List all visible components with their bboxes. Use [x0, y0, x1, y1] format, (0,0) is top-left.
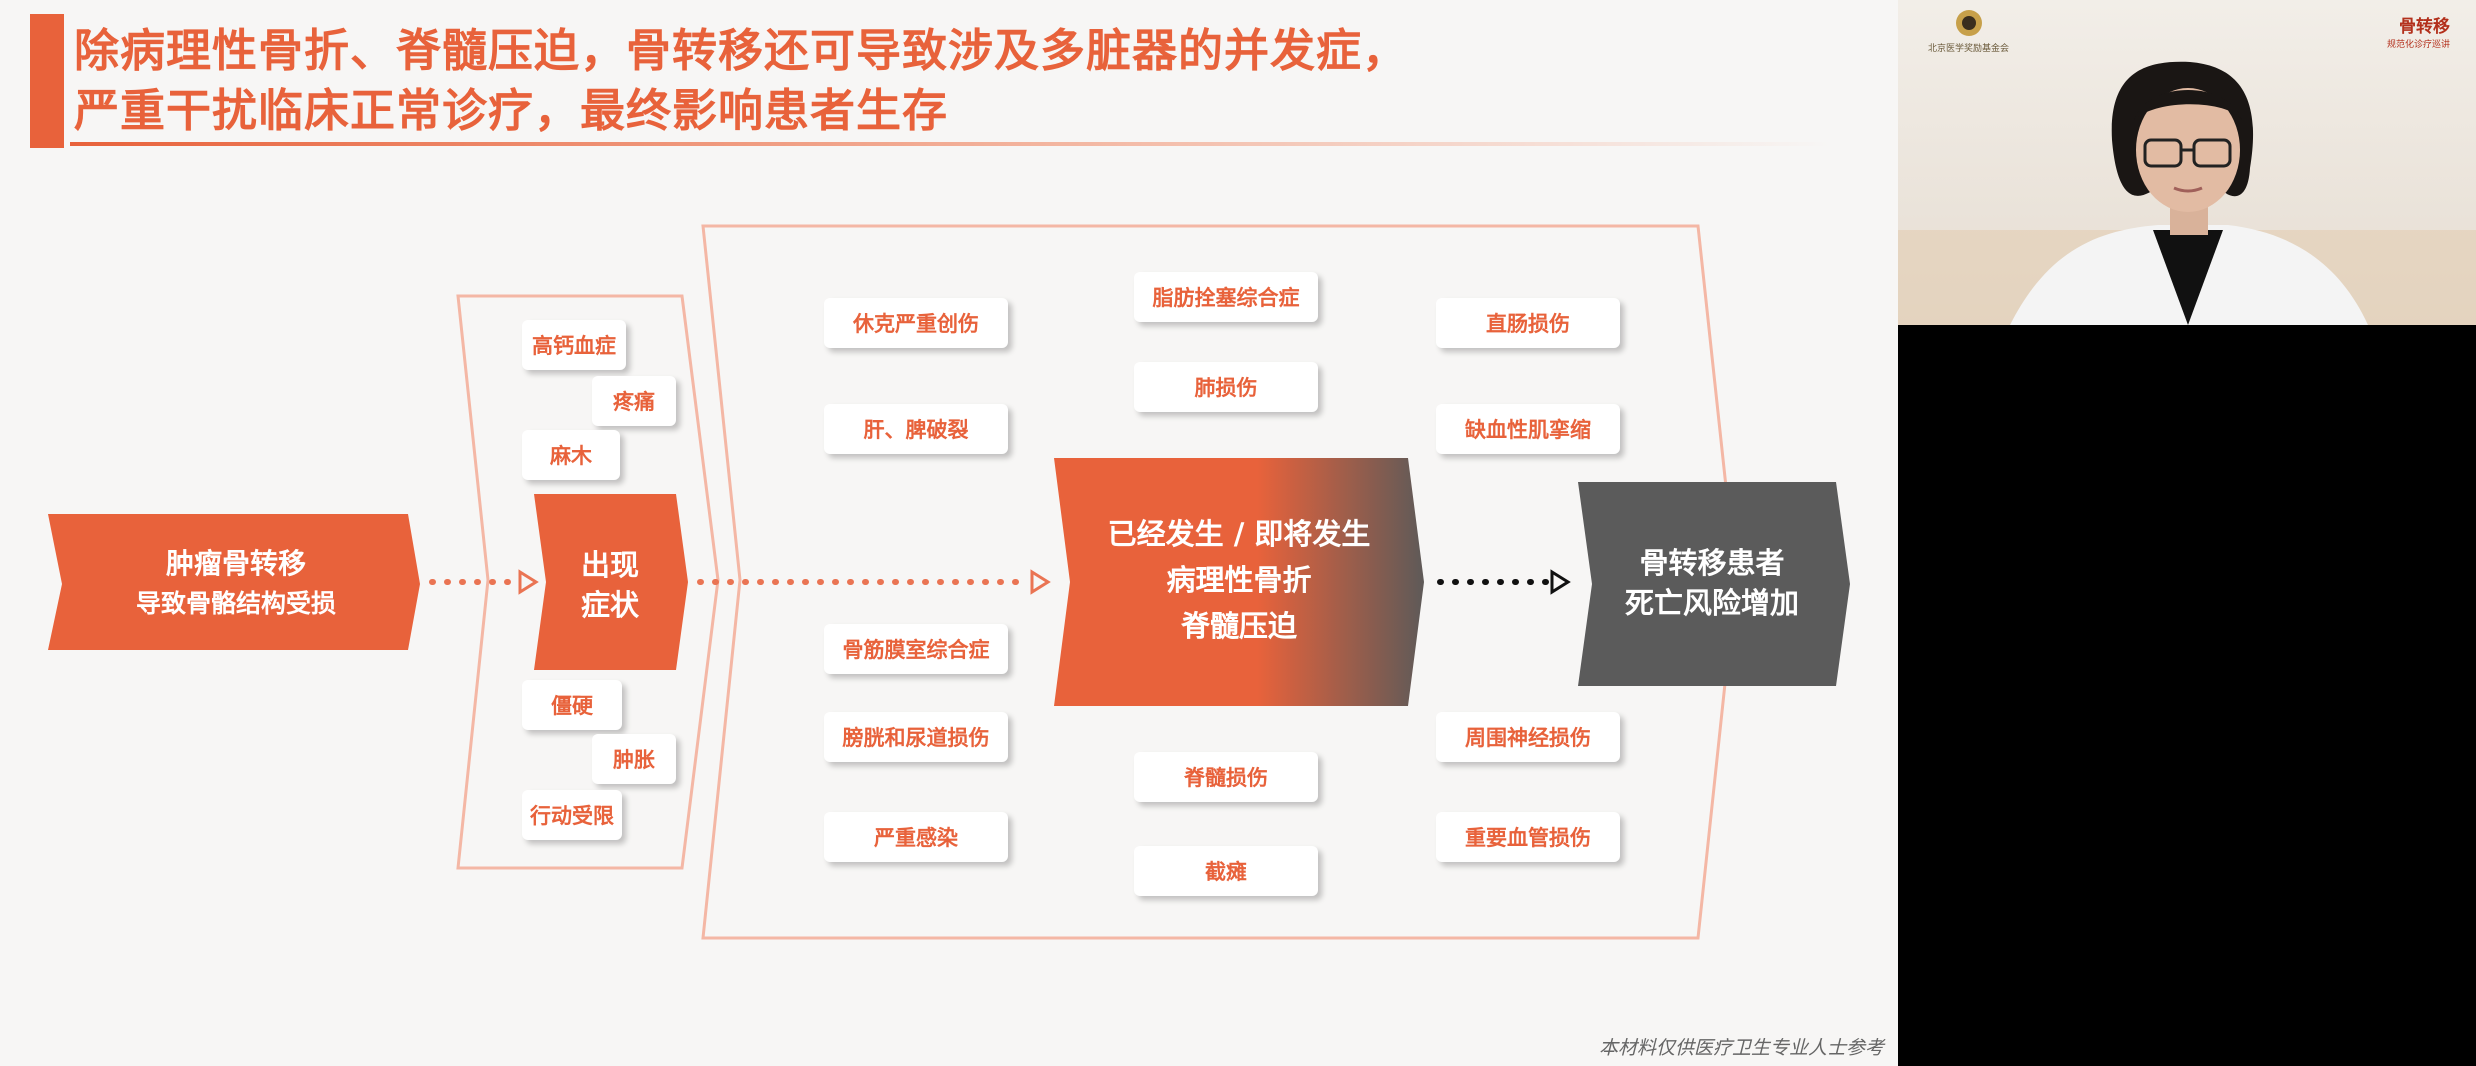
foundation-seal-icon	[1955, 10, 1982, 36]
cause-line-2: 导致骨骼结构受损	[135, 589, 336, 618]
flow-diagram	[48, 224, 1850, 940]
foundation-logo-text: 北京医学奖励基金会	[1928, 44, 2010, 54]
complication-bladder-urethra-injury: 膀胱和尿道损伤	[824, 712, 1008, 762]
event-line-1: 已经发生 / 即将发生	[1107, 517, 1371, 551]
presenter-shirt	[2153, 230, 2223, 325]
complication-frame	[701, 224, 1738, 940]
arrow-event-outcome-head	[1550, 569, 1571, 595]
outcome-line-1: 骨转移患者	[1639, 546, 1785, 580]
program-logo-main: 骨转移	[2399, 17, 2450, 37]
footer-disclaimer: 本材料仅供医疗卫生专业人士参考	[1598, 1037, 1884, 1059]
arrow-cause-symptom-head	[518, 569, 539, 595]
title-accent-bar	[30, 14, 64, 148]
complication-peripheral-nerve-injury: 周围神经损伤	[1436, 712, 1620, 762]
cause-label: 肿瘤骨转移 导致骨骼结构受损	[60, 530, 412, 638]
complication-ischemic-contracture: 缺血性肌挛缩	[1436, 404, 1620, 454]
complication-fat-embolism: 脂肪拴塞综合症	[1134, 272, 1318, 322]
presenter-illustration	[1898, 61, 2476, 325]
complication-spinal-cord-injury: 脊髓损伤	[1134, 752, 1318, 802]
outcome-chevron	[1578, 482, 1850, 686]
symptom-chevron	[534, 494, 688, 670]
event-chevron	[1054, 458, 1424, 706]
complication-rectal-injury: 直肠损伤	[1436, 298, 1620, 348]
symptom-numbness: 麻木	[522, 430, 620, 480]
outcome-line-2: 死亡风险增加	[1624, 586, 1799, 620]
cause-chevron	[48, 514, 420, 650]
program-logo: 骨转移 规范化诊疗巡讲	[2387, 18, 2450, 54]
presentation-slide: 除病理性骨折、脊髓压迫，骨转移还可导致涉及多脏器的并发症， 严重干扰临床正常诊疗…	[0, 0, 1898, 1066]
complication-paraplegia: 截瘫	[1134, 846, 1318, 896]
complication-shock-trauma: 休克严重创伤	[824, 298, 1008, 348]
event-label: 已经发生 / 即将发生 病理性骨折 脊髓压迫	[1066, 500, 1412, 660]
symptom-pain: 疼痛	[592, 376, 676, 426]
symptom-mobility-limited: 行动受限	[522, 790, 622, 840]
title-underline	[70, 142, 1830, 146]
complication-compartment-syndrome: 骨筋膜室综合症	[824, 624, 1008, 674]
slide-title-line-2: 严重干扰临床正常诊疗，最终影响患者生存	[74, 84, 949, 137]
slide-title-line-1: 除病理性骨折、脊髓压迫，骨转移还可导致涉及多脏器的并发症，	[74, 24, 1409, 77]
event-line-2: 病理性骨折	[1166, 563, 1312, 597]
symptom-hypercalcemia: 高钙血症	[522, 320, 626, 370]
cause-line-1: 肿瘤骨转移	[165, 547, 306, 580]
symptom-line-1: 出现	[580, 548, 639, 582]
symptom-frame	[456, 294, 720, 870]
symptom-stiffness: 僵硬	[522, 680, 622, 730]
arrow-symptom-event-head	[1030, 569, 1051, 595]
complication-severe-infection: 严重感染	[824, 812, 1008, 862]
complication-lung-injury: 肺损伤	[1134, 362, 1318, 412]
event-line-3: 脊髓压迫	[1180, 609, 1297, 643]
foundation-logo: 北京医学奖励基金会	[1928, 8, 2009, 54]
outcome-label: 骨转移患者 死亡风险增加	[1588, 528, 1836, 638]
complication-liver-spleen-rupture: 肝、脾破裂	[824, 404, 1008, 454]
symptom-swelling: 肿胀	[592, 734, 676, 784]
complication-major-vessel-injury: 重要血管损伤	[1436, 812, 1620, 862]
webcam-video-feed: 北京医学奖励基金会 骨转移 规范化诊疗巡讲	[1898, 0, 2476, 325]
program-logo-sub: 规范化诊疗巡讲	[2386, 40, 2450, 50]
presenter-glasses	[2143, 138, 2183, 168]
symptom-label: 出现 症状	[540, 530, 680, 640]
symptom-line-2: 症状	[580, 588, 639, 622]
